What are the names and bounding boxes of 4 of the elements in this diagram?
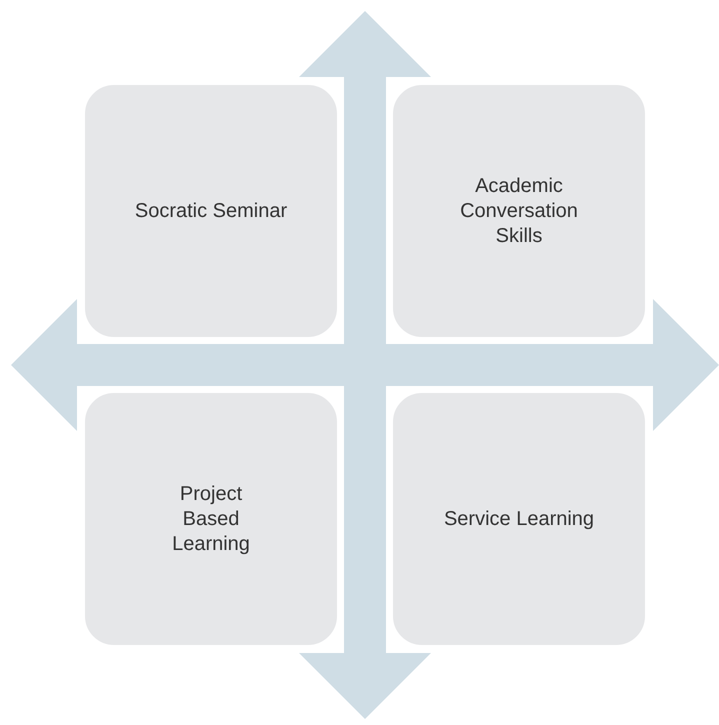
box-label: Socratic Seminar: [134, 198, 288, 224]
box-label: Service Learning: [444, 506, 594, 532]
box-label: Academic Conversation Skills: [459, 174, 579, 248]
box-label: Project Based Learning: [171, 482, 251, 556]
